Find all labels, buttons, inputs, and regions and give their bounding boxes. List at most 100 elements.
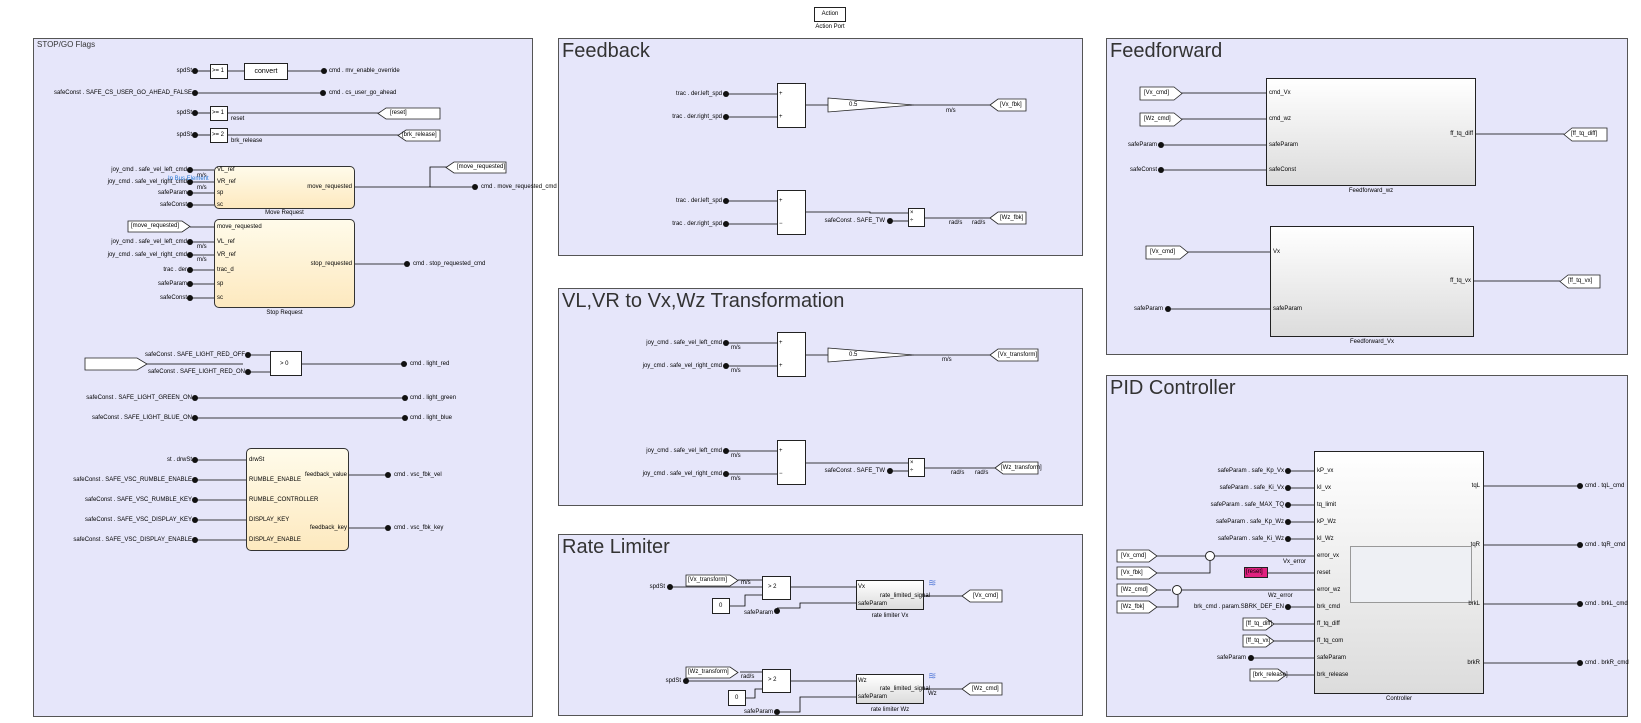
from-ff-tq-diff-tag-pid[interactable]	[1242, 617, 1275, 631]
port-ff-in6[interactable]	[1165, 306, 1171, 312]
port-vsc-in1[interactable]	[192, 457, 198, 463]
from-tag-empty[interactable]	[84, 357, 148, 371]
port-move-requested-cmd[interactable]	[472, 184, 478, 190]
port-pid-in1[interactable]	[1285, 468, 1291, 474]
rl-zero1-block[interactable]	[712, 598, 730, 614]
tf-gain-block[interactable]	[827, 347, 915, 363]
port-go-ahead-in[interactable]	[192, 90, 198, 96]
from-ff-tq-vx-tag-pid[interactable]	[1242, 634, 1275, 648]
port-tf-const[interactable]	[887, 468, 893, 474]
port-stop-requested-cmd[interactable]	[404, 261, 410, 267]
goto-ff-tq-vx-tag[interactable]	[1559, 274, 1601, 289]
port-sr-in4[interactable]	[187, 281, 193, 287]
from-wz-cmd-tag-pid[interactable]	[1116, 583, 1158, 597]
red-switch-block[interactable]	[270, 351, 302, 376]
port-pid-in2[interactable]	[1285, 485, 1291, 491]
port-tf-in2[interactable]	[723, 363, 729, 369]
port-fb-in3[interactable]	[723, 198, 729, 204]
port-pid-out1[interactable]	[1577, 483, 1583, 489]
port-rl-spd2[interactable]	[683, 678, 689, 684]
port-ff-in3[interactable]	[1158, 142, 1164, 148]
from-wz-fbk-tag-pid[interactable]	[1116, 600, 1158, 614]
port-rl-sp1[interactable]	[774, 608, 780, 614]
convert-block[interactable]	[244, 63, 288, 80]
from-move-requested-tag[interactable]	[127, 220, 191, 233]
compare-ge1b-block[interactable]	[210, 106, 228, 121]
pid-sum-vx[interactable]	[1205, 551, 1215, 561]
from-wz-cmd-tag-ff1[interactable]	[1139, 112, 1183, 127]
port-red-on[interactable]	[245, 369, 251, 375]
port-vsc-in2[interactable]	[192, 477, 198, 483]
port-sr-in3[interactable]	[187, 267, 193, 273]
fb-sum2-block[interactable]	[777, 190, 806, 235]
goto-move-requested-tag[interactable]	[445, 161, 507, 174]
port-spdst-3[interactable]	[192, 132, 198, 138]
port-sr-in5[interactable]	[187, 295, 193, 301]
port-tf-in3[interactable]	[723, 448, 729, 454]
from-vx-fbk-tag-pid[interactable]	[1116, 566, 1158, 580]
from-vx-cmd-tag-ff1[interactable]	[1139, 86, 1183, 101]
stop-request-chart[interactable]	[214, 219, 355, 308]
feedforward-vx-block[interactable]	[1270, 226, 1474, 337]
port-vsc-in4[interactable]	[192, 517, 198, 523]
port-pid-brk-in[interactable]	[1285, 604, 1291, 610]
port-sr-in2[interactable]	[187, 252, 193, 258]
goto-wz-transform-tag[interactable]	[994, 461, 1039, 475]
port-vsc-in3[interactable]	[192, 497, 198, 503]
pid-sum-wz[interactable]	[1172, 585, 1182, 595]
port-pid-out4[interactable]	[1577, 660, 1583, 666]
port-red-out[interactable]	[401, 361, 407, 367]
port-pid-in4[interactable]	[1285, 519, 1291, 525]
port-go-ahead-out[interactable]	[320, 90, 326, 96]
port-rl-spd1[interactable]	[667, 584, 673, 590]
area-transformation[interactable]: VL,VR to Vx,Wz Transformation	[558, 288, 1083, 506]
port-fb-in2[interactable]	[723, 114, 729, 120]
compare-ge2-block[interactable]	[210, 128, 228, 143]
move-request-chart[interactable]	[214, 166, 355, 209]
port-mr-in3[interactable]	[187, 190, 193, 196]
compare-ge1-block[interactable]	[210, 64, 228, 79]
port-mr-in1[interactable]	[187, 167, 193, 173]
port-fb-const[interactable]	[887, 218, 893, 224]
from-reset-tag-pid[interactable]	[1244, 567, 1268, 578]
port-vsc-out1[interactable]	[385, 472, 391, 478]
fb-sum1-block[interactable]	[777, 83, 806, 128]
rl-switch2-block[interactable]	[762, 669, 791, 693]
tf-sum1-block[interactable]	[777, 332, 806, 377]
from-vx-cmd-tag-ff2[interactable]	[1145, 245, 1189, 260]
port-tf-in1[interactable]	[723, 340, 729, 346]
feedforward-wz-block[interactable]	[1266, 78, 1476, 186]
port-mr-in2[interactable]	[187, 179, 193, 185]
port-ff-in4[interactable]	[1158, 167, 1164, 173]
port-rl-sp2[interactable]	[774, 709, 780, 715]
tf-sum2-block[interactable]	[777, 440, 806, 485]
from-vx-transform-tag[interactable]	[685, 574, 739, 587]
goto-vx-cmd-tag[interactable]	[961, 589, 1003, 603]
from-wz-transform-tag[interactable]	[685, 666, 739, 679]
goto-ff-tq-diff-tag[interactable]	[1563, 127, 1608, 142]
port-fb-in1[interactable]	[723, 91, 729, 97]
goto-reset-tag[interactable]	[377, 107, 441, 120]
port-fb-in4[interactable]	[723, 221, 729, 227]
port-tf-in4[interactable]	[723, 471, 729, 477]
tf-divide-block[interactable]	[908, 458, 925, 477]
goto-wz-fbk-tag[interactable]	[989, 211, 1027, 225]
port-pid-in3[interactable]	[1285, 502, 1291, 508]
fb-gain-block[interactable]	[827, 97, 915, 113]
rl-zero2-block[interactable]	[728, 690, 746, 706]
port-blue-out[interactable]	[402, 415, 408, 421]
port-pid-out3[interactable]	[1577, 601, 1583, 607]
port-override-out[interactable]	[321, 68, 327, 74]
port-pid-out2[interactable]	[1577, 542, 1583, 548]
port-mr-in4[interactable]	[187, 202, 193, 208]
rl-switch1-block[interactable]	[762, 576, 791, 600]
goto-wz-cmd-tag[interactable]	[961, 682, 1003, 696]
port-green-out[interactable]	[402, 395, 408, 401]
goto-vx-transform-tag[interactable]	[989, 348, 1039, 362]
vsc-chart[interactable]	[246, 448, 349, 551]
goto-vx-fbk-tag[interactable]	[989, 98, 1027, 112]
rate-limiter-wz-block[interactable]	[856, 674, 924, 704]
port-pid-sp[interactable]	[1248, 655, 1254, 661]
area-feedback[interactable]: Feedback	[558, 38, 1083, 256]
goto-brk-release-tag[interactable]	[397, 129, 441, 142]
